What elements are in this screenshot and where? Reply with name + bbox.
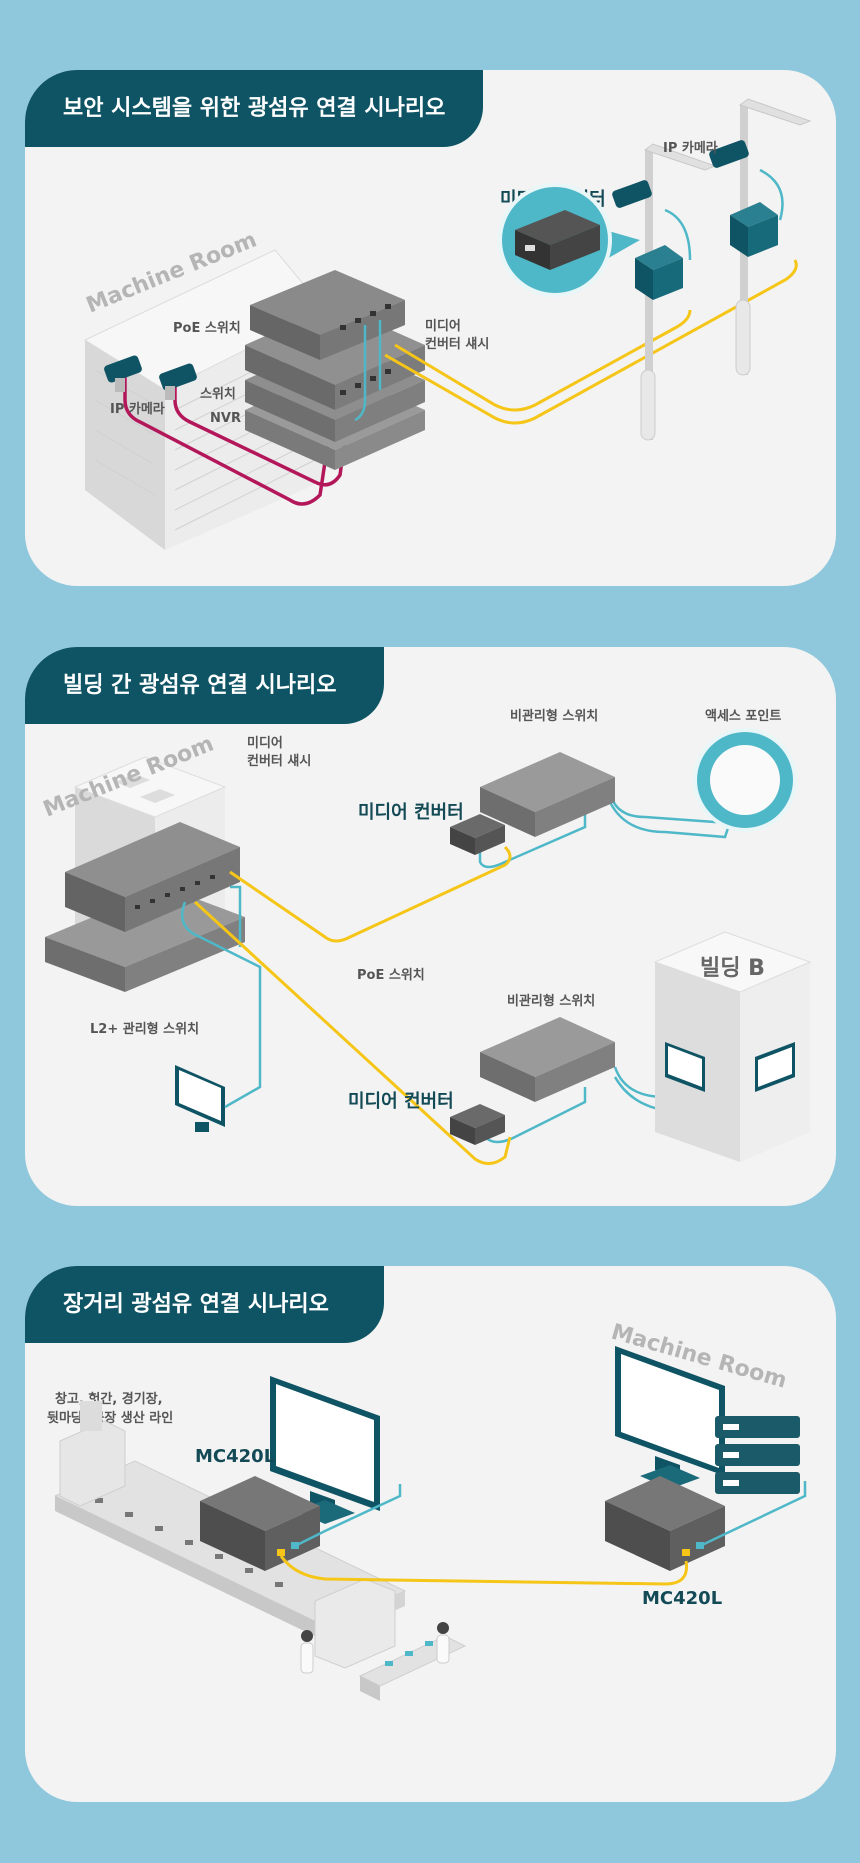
camera-cables — [123, 324, 363, 506]
media-converter-bottom-icon — [450, 1104, 505, 1145]
chassis-label-line2-2: 컨버터 섀시 — [247, 753, 311, 769]
mc420l-left-label: MC420L — [195, 1446, 275, 1467]
media-converter-top-icon — [450, 814, 505, 855]
ip-camera-pole-1-icon — [612, 180, 652, 208]
unmanaged-switch-bottom-label: 비관리형 스위치 — [507, 993, 595, 1009]
security-diagram: Machine Room IP 카메라 — [83, 98, 812, 550]
access-point-label: 액세스 포인트 — [705, 708, 781, 724]
long-distance-diagram: 창고, 헛간, 경기장, 뒷마당, 공장 생산 라인 — [47, 1320, 807, 1701]
chassis-label-line2-1: 컨버터 섀시 — [425, 336, 489, 352]
poe-switch-label-1: PoE 스위치 — [173, 320, 241, 336]
long-distance-scenario-panel: 창고, 헛간, 경기장, 뒷마당, 공장 생산 라인 — [25, 1266, 836, 1802]
building-b-label: 빌딩 B — [700, 956, 765, 981]
panel2-title-tab: 빌딩 간 광섬유 연결 시나리오 — [25, 647, 384, 724]
equipment-rack-stack — [245, 270, 425, 470]
nvr-label: NVR — [210, 411, 241, 426]
l2-switch-label: L2+ 관리형 스위치 — [90, 1021, 199, 1037]
places-label-line2: 뒷마당, 공장 생산 라인 — [47, 1410, 173, 1426]
unmanaged-switch-top-icon — [480, 752, 615, 837]
media-converter-top-label: 미디어 컨버터 — [358, 802, 464, 823]
mc420l-right-icon — [605, 1476, 725, 1571]
mc420l-left-icon — [200, 1476, 320, 1571]
ip-camera-label-right: IP 카메라 — [663, 140, 718, 156]
rack-ethernet-cables — [354, 320, 382, 422]
chassis-switch-icon — [65, 822, 240, 932]
unmanaged-switch-top-label: 비관리형 스위치 — [510, 708, 598, 724]
panel1-title-tab: 보안 시스템을 위한 광섬유 연결 시나리오 — [25, 70, 483, 147]
pole-ethernet-cables — [664, 168, 784, 261]
chassis-label-line1-1: 미디어 — [425, 318, 461, 334]
ip-camera-left-2-icon — [159, 363, 197, 400]
mc420l-right-label: MC420L — [642, 1588, 722, 1609]
l2-managed-switch-icon — [45, 887, 245, 992]
fiber-cables-1 — [384, 259, 798, 425]
ethernet-cables-3 — [294, 1481, 807, 1548]
chassis-label-line1-2: 미디어 — [247, 735, 283, 751]
fiber-cable-3 — [279, 1555, 689, 1586]
ip-camera-left-1-icon — [104, 355, 142, 392]
monitor-left-3-icon — [270, 1376, 380, 1524]
switch-label: 스위치 — [200, 386, 236, 402]
access-point-icon — [693, 728, 797, 832]
building-scenario-panel: Machine Room 미디어 컨버터 섀시 L2+ 관리형 스위치 — [25, 647, 836, 1206]
monitor-building-b-1-icon — [665, 1042, 705, 1092]
pole-media-converter-2-icon — [730, 202, 778, 257]
media-converter-callout — [498, 183, 640, 297]
fiber-cables-2 — [193, 845, 512, 1165]
monitor-building-b-2-icon — [755, 1042, 795, 1092]
ip-camera-pole-2-icon — [709, 140, 749, 168]
pole-media-converter-1-icon — [635, 245, 683, 300]
security-scenario-panel: Machine Room IP 카메라 — [25, 70, 836, 586]
media-converter-bottom-label: 미디어 컨버터 — [348, 1091, 454, 1112]
worker-right-icon — [436, 1622, 450, 1664]
server-rack-icon — [715, 1416, 800, 1494]
building-diagram: Machine Room 미디어 컨버터 섀시 L2+ 관리형 스위치 — [40, 708, 812, 1165]
panel3-title-tab: 장거리 광섬유 연결 시나리오 — [25, 1266, 384, 1343]
unmanaged-switch-bottom-icon — [480, 1017, 615, 1102]
poe-switch-label-2: PoE 스위치 — [357, 967, 425, 983]
ip-camera-label-left: IP 카메라 — [110, 401, 165, 417]
monitor-right-3-icon — [615, 1346, 725, 1489]
worker-left-icon — [300, 1630, 314, 1674]
places-label-line1: 창고, 헛간, 경기장, — [55, 1391, 163, 1407]
monitor-left-icon — [175, 1065, 225, 1132]
